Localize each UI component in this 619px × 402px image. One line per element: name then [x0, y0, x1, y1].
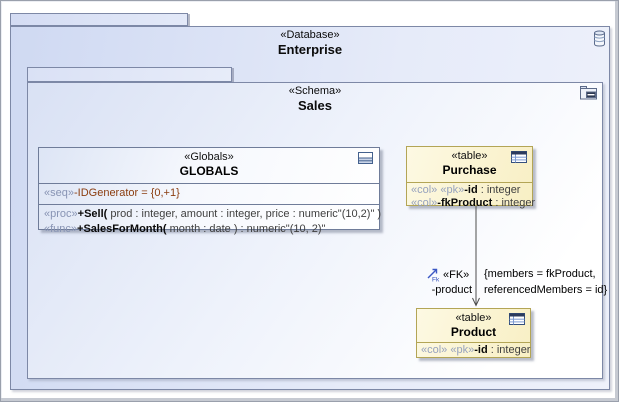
- fk-association-connector[interactable]: [467, 206, 487, 308]
- op-name: +Sell(: [77, 208, 108, 220]
- col-type: : integer: [477, 184, 521, 196]
- enterprise-name: Enterprise: [277, 42, 343, 57]
- fk-icon-label: Fk: [432, 277, 440, 284]
- operation-row[interactable]: «func»+SalesForMonth( month : date ) : n…: [44, 222, 379, 237]
- table-icon: [511, 151, 527, 163]
- globals-class[interactable]: «Globals» GLOBALS «seq»-IDGenerator = {0…: [38, 147, 381, 235]
- column-row[interactable]: «col» «pk»-id : integer: [411, 184, 532, 197]
- op-params: prod : integer, amount : integer, price …: [107, 208, 382, 220]
- product-columns-compartment: «col» «pk»-id : integer: [417, 343, 530, 357]
- globals-stereotype: «Globals»: [184, 151, 234, 163]
- class-icon: [358, 152, 373, 164]
- globals-header: «Globals» GLOBALS: [39, 148, 379, 184]
- enterprise-package-tab[interactable]: [10, 13, 188, 26]
- globals-name: GLOBALS: [179, 164, 239, 178]
- constraint-line-2[interactable]: referencedMembers = id}: [484, 284, 608, 296]
- database-icon: [594, 30, 605, 47]
- op-stereotype: «proc»: [44, 208, 78, 220]
- operation-row[interactable]: «proc»+Sell( prod : integer, amount : in…: [44, 207, 382, 222]
- attr-stereotype: «seq»: [44, 187, 74, 199]
- sales-schema-tab[interactable]: [27, 67, 232, 82]
- schema-icon: [580, 86, 597, 100]
- purchase-stereotype: «table»: [451, 150, 488, 162]
- col-name: -fkProduct: [437, 197, 493, 209]
- col-name: -id: [464, 184, 478, 196]
- attr-text: -IDGenerator = {0,+1}: [73, 187, 180, 199]
- fk-arrow-icon: Fk: [427, 268, 440, 284]
- col-stereotypes: «col»: [411, 197, 438, 209]
- op-name: +SalesForMonth(: [77, 223, 167, 235]
- op-stereotype: «func»: [44, 223, 78, 235]
- purchase-columns-compartment: «col» «pk»-id : integer «col»-fkProduct …: [407, 183, 536, 210]
- globals-attributes-compartment: «seq»-IDGenerator = {0,+1}: [39, 184, 379, 205]
- col-name: -id: [474, 344, 488, 356]
- product-header: «table» Product: [417, 309, 530, 343]
- enterprise-stereotype: «Database»: [280, 29, 340, 41]
- fk-stereotype-label[interactable]: «FK»: [443, 269, 470, 281]
- col-type: : integer: [487, 344, 531, 356]
- role-name-label[interactable]: -product: [431, 284, 472, 296]
- sales-header: «Schema» Sales: [27, 85, 603, 113]
- col-stereotypes: «col» «pk»: [411, 184, 465, 196]
- purchase-header: «table» Purchase: [407, 147, 532, 183]
- constraint-line-1[interactable]: {members = fkProduct,: [484, 268, 596, 280]
- attribute-row[interactable]: «seq»-IDGenerator = {0,+1}: [44, 186, 379, 201]
- sales-name: Sales: [298, 98, 332, 113]
- column-row[interactable]: «col» «pk»-id : integer: [421, 344, 530, 357]
- purchase-name: Purchase: [442, 163, 497, 177]
- product-stereotype: «table»: [455, 312, 492, 324]
- column-row[interactable]: «col»-fkProduct : integer: [411, 197, 536, 210]
- col-stereotypes: «col» «pk»: [421, 344, 475, 356]
- enterprise-header: «Database» Enterprise: [10, 29, 610, 57]
- product-name: Product: [450, 325, 497, 339]
- sales-stereotype: «Schema»: [288, 85, 342, 97]
- product-table[interactable]: «table» Product «col» «pk»-id : integer: [416, 308, 531, 358]
- purchase-table[interactable]: «table» Purchase «col» «pk»-id : integer…: [406, 146, 535, 209]
- col-type: : integer: [492, 197, 536, 209]
- globals-operations-compartment: «proc»+Sell( prod : integer, amount : in…: [39, 205, 382, 237]
- op-params: month : date ) : numeric"(10, 2)": [166, 223, 326, 235]
- table-icon: [509, 313, 525, 325]
